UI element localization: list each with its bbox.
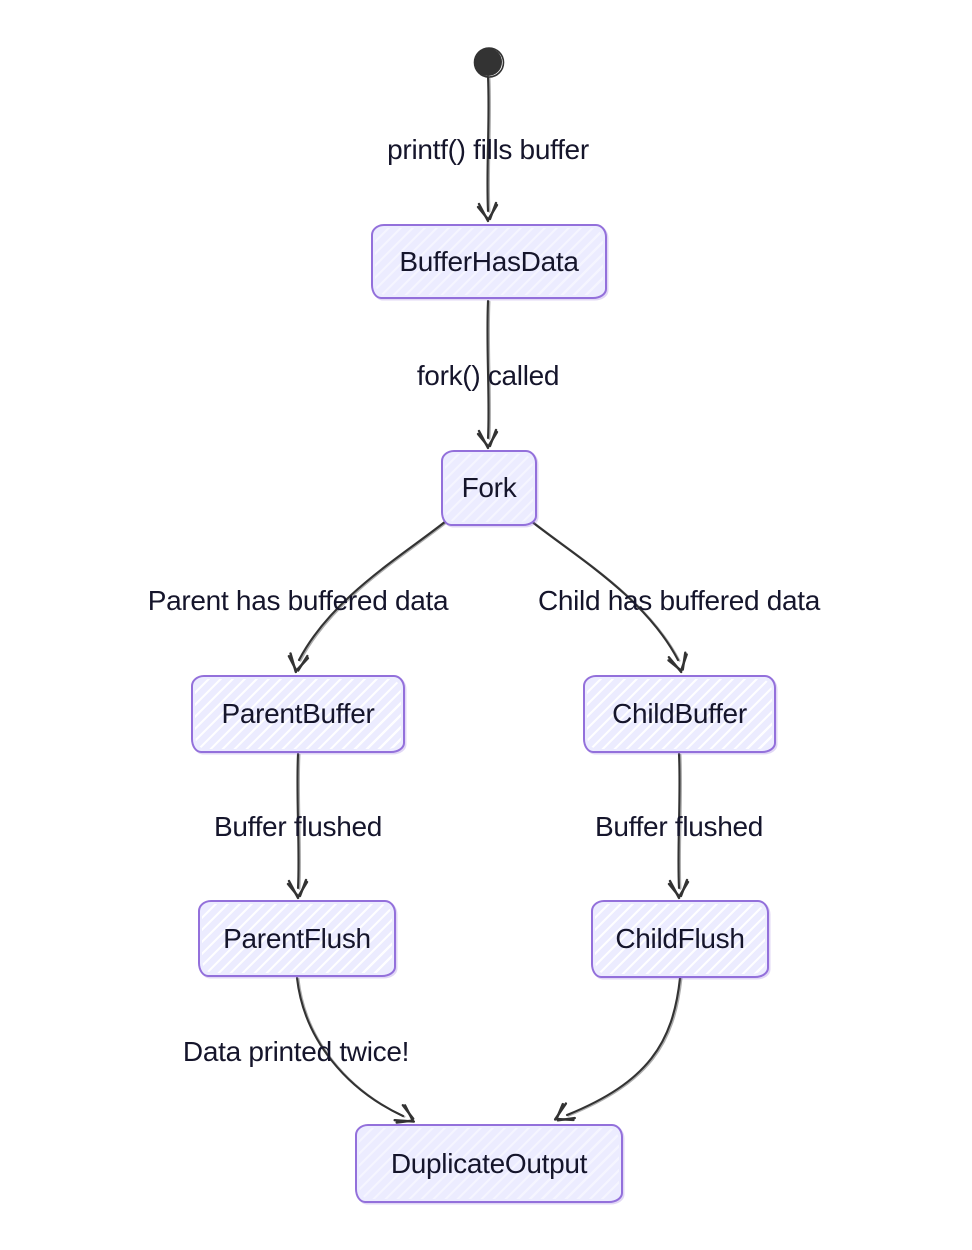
state-node-parentbuffer: ParentBuffer: [191, 675, 405, 753]
arrowhead-fork-to-parentbuffer: [284, 651, 310, 676]
edge-label-printf-fills-buffer: printf() fills buffer: [387, 134, 589, 166]
initial-state-dot: [474, 48, 502, 76]
edge-fork-to-childbuffer: [529, 519, 680, 662]
state-node-label: Fork: [461, 472, 517, 503]
arrowhead-fork-to-childbuffer: [666, 651, 692, 676]
state-node-parentflush: ParentFlush: [198, 900, 396, 977]
state-node-label: ParentFlush: [223, 922, 371, 954]
edge-label-buffer-flushed-left: Buffer flushed: [213, 811, 383, 843]
edge-label-buffer-flushed-right: Buffer flushed: [594, 811, 764, 843]
edge-start-to-bufferhasdata: [486, 75, 490, 213]
state-node-childbuffer: ChildBuffer: [583, 675, 776, 753]
state-node-fork: Fork: [441, 450, 537, 526]
edge-childbuffer-to-childflush: [677, 752, 681, 890]
state-node-bufferhasdata: BufferHasData: [371, 224, 607, 299]
state-node-label: ParentBuffer: [221, 698, 375, 729]
edge-sketch-overlay: [297, 76, 683, 1118]
edge-parentflush-to-duplicateoutput: [295, 976, 405, 1118]
edge-label-child-has-buffered-data: Child has buffered data: [537, 585, 821, 617]
edge-label-parent-has-buffered-data: Parent has buffered data: [147, 585, 449, 617]
state-node-label: ChildFlush: [615, 923, 745, 954]
edge-parentbuffer-to-parentflush: [296, 752, 300, 890]
state-node-label: BufferHasData: [399, 245, 579, 277]
edge-label-data-printed-twice: Data printed twice!: [182, 1036, 410, 1068]
state-node-label: ChildBuffer: [612, 698, 747, 729]
edge-fork-to-parentbuffer: [297, 519, 448, 662]
edge-bufferhasdata-to-fork: [486, 299, 490, 440]
edge-label-fork-called: fork() called: [416, 360, 560, 392]
state-node-childflush: ChildFlush: [591, 900, 769, 978]
state-node-duplicateoutput: DuplicateOutput: [355, 1124, 623, 1203]
state-node-label: DuplicateOutput: [390, 1147, 588, 1179]
edge-childflush-to-duplicateoutput: [565, 976, 682, 1117]
